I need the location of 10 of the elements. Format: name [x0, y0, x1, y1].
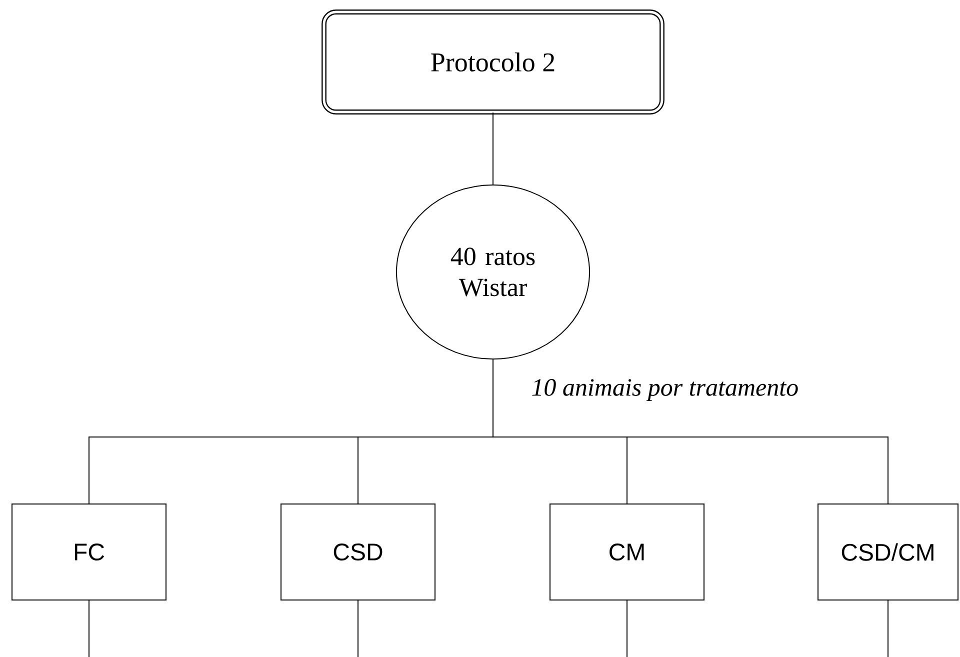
- edge-label: 10 animais por tratamento: [530, 378, 800, 402]
- treatment-box: CSD: [280, 504, 436, 600]
- treatment-box: CSD/CM: [818, 504, 958, 600]
- connector-line: [492, 359, 888, 504]
- treatment-box: FC: [12, 504, 166, 600]
- connector-line: [492, 112, 494, 185]
- title-box: Protocolo 2: [322, 10, 664, 114]
- connector-line: [626, 600, 628, 657]
- connector-line: [88, 600, 90, 657]
- treatment-box: CM: [550, 504, 704, 600]
